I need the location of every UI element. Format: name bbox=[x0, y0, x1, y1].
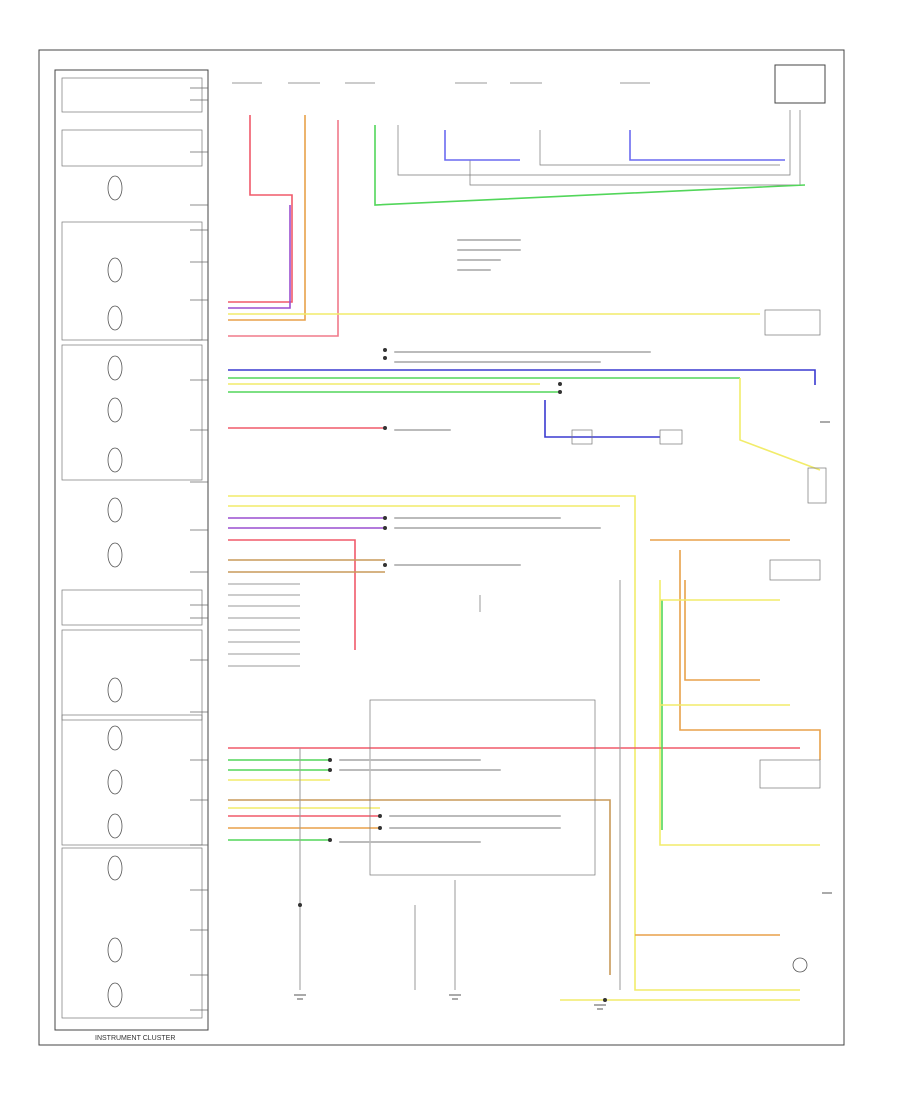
top-bus-wires bbox=[397, 110, 801, 186]
right-components bbox=[369, 309, 827, 973]
cluster-internal-boxes bbox=[61, 77, 203, 1019]
diagram-border bbox=[38, 49, 845, 1046]
splice-points bbox=[298, 348, 607, 1002]
cluster-indicator-lamps bbox=[107, 175, 123, 1008]
instrument-cluster-label: INSTRUMENT CLUSTER bbox=[95, 1035, 175, 1042]
gray-wires bbox=[228, 580, 621, 990]
colored-wires bbox=[228, 115, 821, 1001]
clock-box bbox=[774, 64, 826, 104]
ground-symbols bbox=[294, 421, 832, 1010]
annotation-marks bbox=[339, 239, 651, 843]
instrument-cluster-box bbox=[54, 69, 209, 1031]
cluster-terminals bbox=[190, 87, 208, 1011]
